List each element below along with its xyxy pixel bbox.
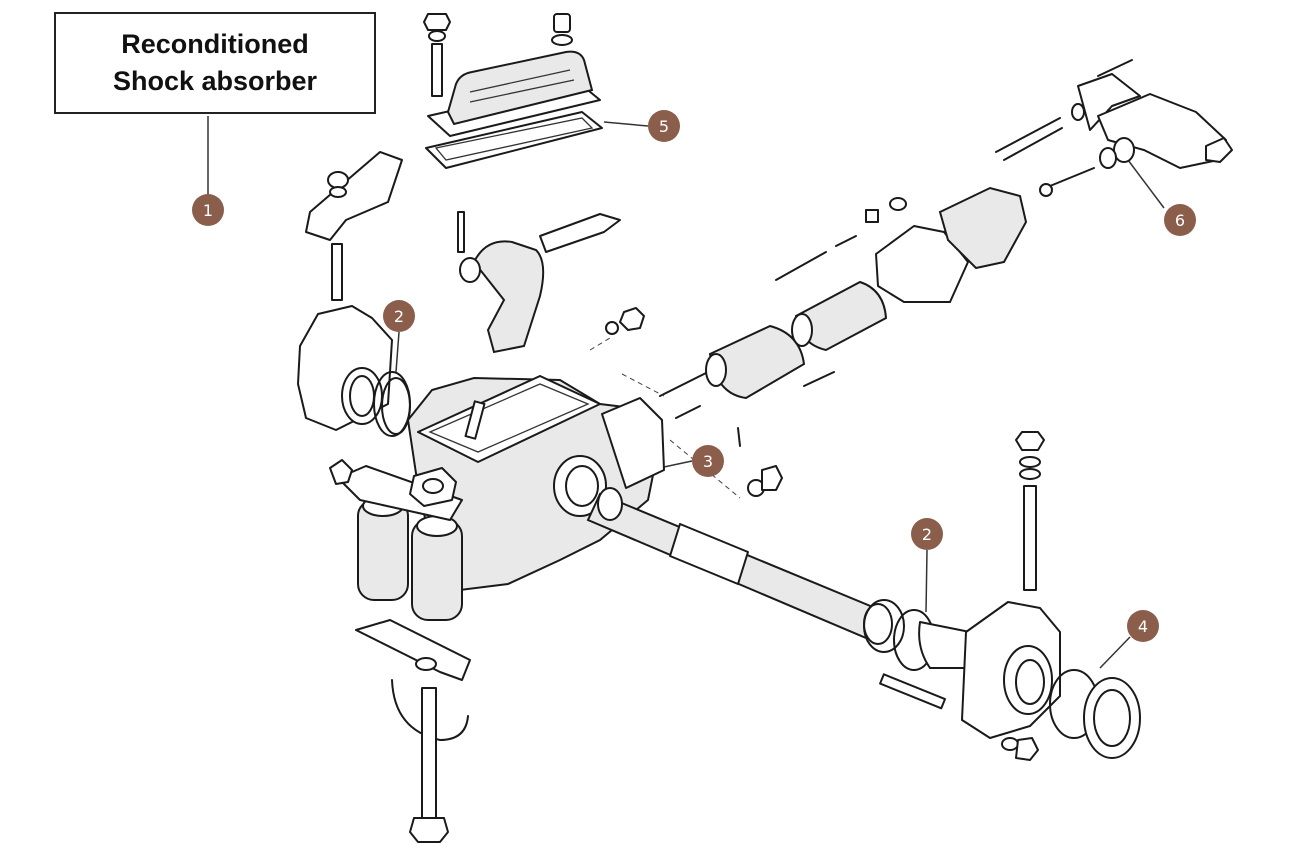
- small-hardware: [605, 307, 835, 497]
- cover-stud: [431, 43, 443, 97]
- main-shaft: [586, 487, 893, 645]
- right-flange-assembly: [879, 431, 1141, 761]
- leader-6: [1127, 159, 1165, 209]
- filler-plug: [553, 13, 571, 33]
- top-cover-assembly: [423, 13, 603, 169]
- lever-arm: [457, 211, 621, 354]
- long-bolt: [421, 687, 437, 819]
- callout-2-upper[interactable]: 2: [383, 300, 415, 332]
- leader-2-lower: [925, 549, 928, 613]
- cover-stud-washer: [428, 30, 446, 42]
- bracket-stud: [331, 243, 343, 301]
- callout-1[interactable]: 1: [192, 194, 224, 226]
- leader-4: [1099, 636, 1131, 669]
- callout-3[interactable]: 3: [692, 445, 724, 477]
- valve-assembly: [659, 59, 1233, 400]
- cover-stud-nut: [423, 13, 451, 31]
- title-line-1: Reconditioned: [121, 29, 309, 59]
- leader-2-upper: [395, 331, 400, 373]
- cover-body: [446, 50, 594, 126]
- lower-bracket: [355, 619, 471, 843]
- callout-5[interactable]: 5: [648, 110, 680, 142]
- filler-plug-washer: [551, 34, 573, 46]
- upper-bracket: [305, 151, 403, 301]
- left-flange-assembly: [297, 305, 411, 437]
- leader-5: [603, 121, 649, 127]
- title-line-2: Shock absorber: [112, 66, 318, 96]
- main-body: [406, 375, 665, 592]
- cylinder-block: [329, 459, 463, 621]
- hex-nut-large: [409, 467, 457, 507]
- callout-2-lower[interactable]: 2: [911, 518, 943, 550]
- cover-gasket: [425, 111, 603, 169]
- title-box: Reconditioned Shock absorber: [54, 12, 376, 114]
- callout-4[interactable]: 4: [1127, 610, 1159, 642]
- callout-6[interactable]: 6: [1164, 204, 1196, 236]
